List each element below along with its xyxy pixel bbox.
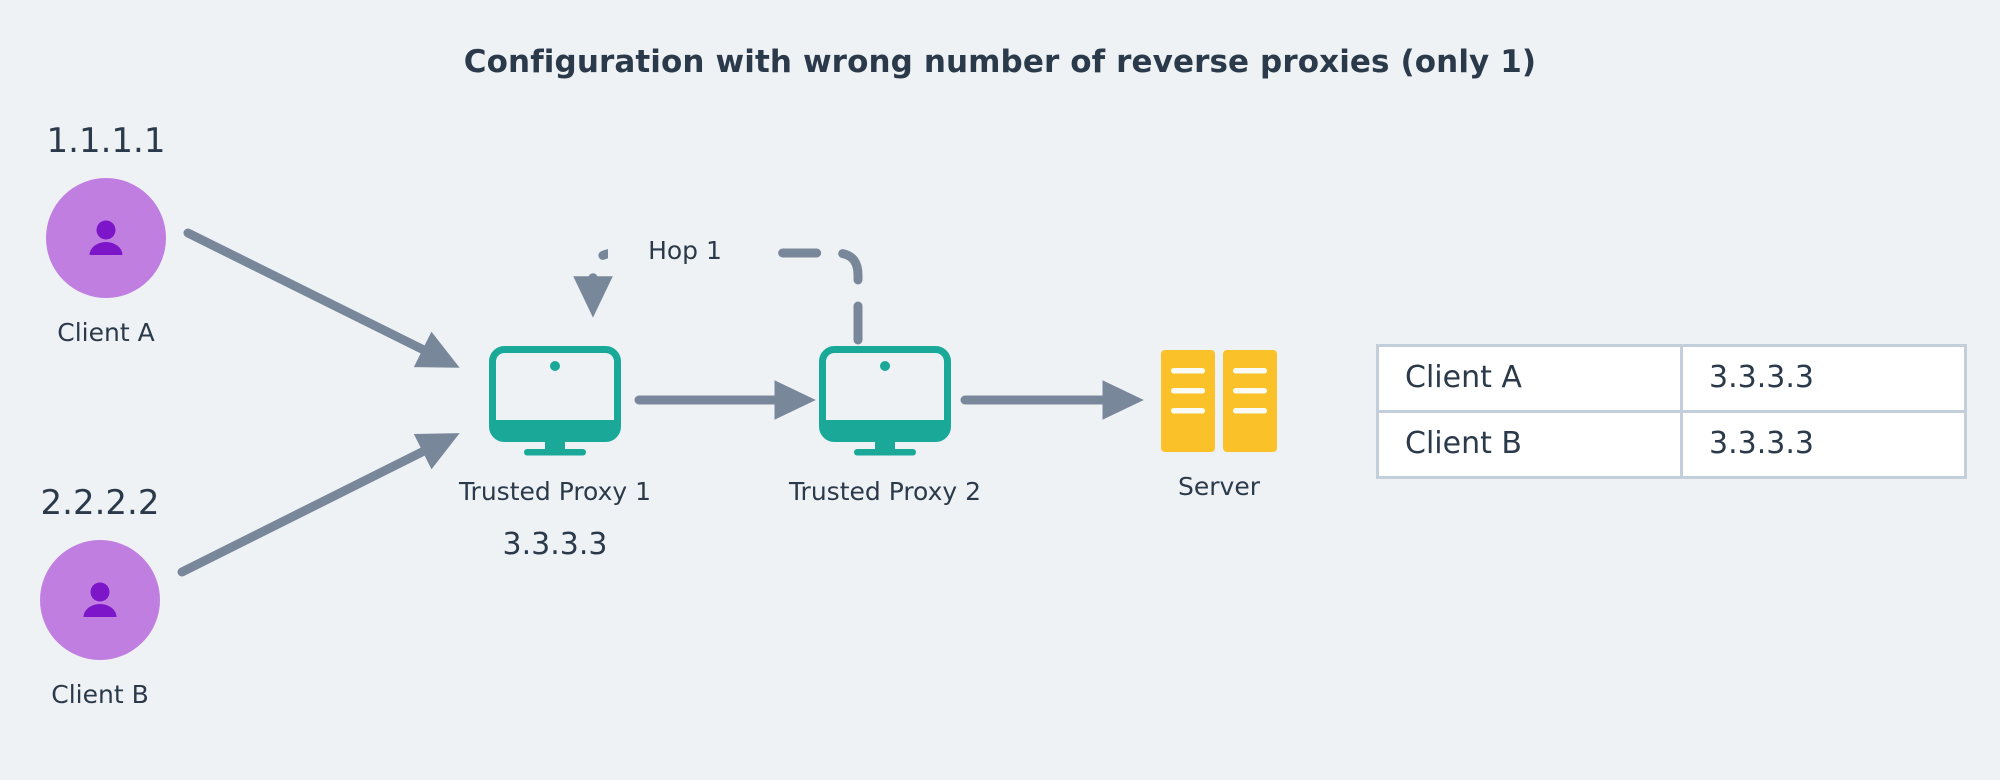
trusted-proxy-2-node: Trusted Proxy 2 <box>765 346 1005 506</box>
trusted-proxy-2-label: Trusted Proxy 2 <box>788 477 982 506</box>
table-cell-client-ip: 3.3.3.3 <box>1680 344 1967 413</box>
client-b-avatar[interactable] <box>40 540 160 660</box>
person-icon <box>83 582 117 617</box>
hop1-dashed-connector <box>573 248 863 345</box>
table-cell-client-name: Client B <box>1376 410 1683 479</box>
client-b-node: 2.2.2.2 Client B <box>0 486 220 707</box>
server-icon[interactable] <box>1160 349 1278 453</box>
server-label: Server <box>1178 472 1260 501</box>
observed-ip-table: Client A 3.3.3.3 Client B 3.3.3.3 <box>1376 344 1967 479</box>
client-a-label: Client A <box>57 318 155 347</box>
trusted-proxy-1-ip: 3.3.3.3 <box>502 526 608 562</box>
client-b-label: Client B <box>51 680 149 709</box>
table-row: Client A 3.3.3.3 <box>1376 344 1967 413</box>
person-icon <box>89 220 123 255</box>
client-a-avatar[interactable] <box>46 178 166 298</box>
client-a-ip: 1.1.1.1 <box>46 121 166 161</box>
arrow-client-a-to-proxy1 <box>183 228 460 368</box>
table-cell-client-ip: 3.3.3.3 <box>1680 410 1967 479</box>
trusted-proxy-1-node: Trusted Proxy 1 3.3.3.3 <box>435 346 675 561</box>
table-row: Client B 3.3.3.3 <box>1376 410 1967 479</box>
client-a-node: 1.1.1.1 Client A <box>0 124 226 345</box>
server-node: Server <box>1099 349 1339 501</box>
arrow-client-b-to-proxy1 <box>177 433 460 577</box>
hop-1-label: Hop 1 <box>608 238 762 263</box>
monitor-icon[interactable] <box>819 346 951 456</box>
client-b-ip: 2.2.2.2 <box>40 483 160 523</box>
trusted-proxy-1-label: Trusted Proxy 1 <box>458 477 652 506</box>
table-cell-client-name: Client A <box>1376 344 1683 413</box>
page-title: Configuration with wrong number of rever… <box>463 44 1537 80</box>
monitor-icon[interactable] <box>489 346 621 456</box>
